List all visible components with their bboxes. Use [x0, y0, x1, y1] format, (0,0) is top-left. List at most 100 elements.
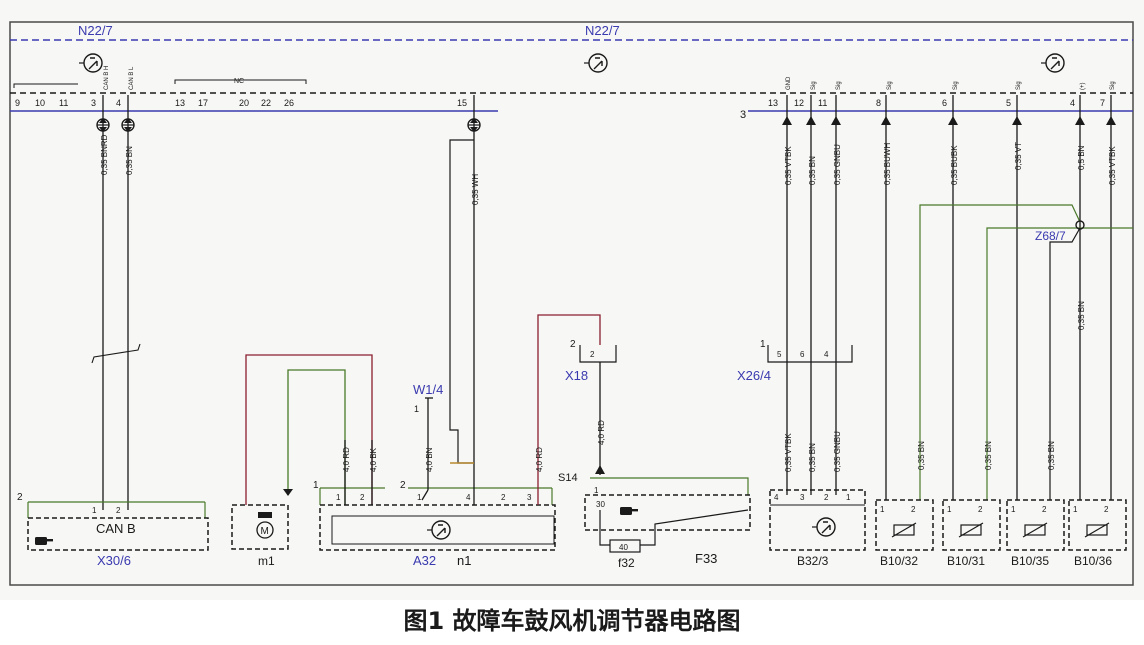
pin-label: 2	[590, 350, 595, 359]
pin-label: 1	[1011, 505, 1016, 514]
nc-label: NC	[234, 78, 244, 85]
b10-35-label: B10/35	[1011, 554, 1049, 568]
x18-label: X18	[565, 368, 588, 383]
motor-icon	[256, 521, 274, 539]
pin-label: 1	[760, 339, 766, 350]
top-pin: 12	[794, 98, 804, 108]
wire-label: 4,0 RD	[342, 447, 351, 472]
pin-label: 1	[417, 493, 422, 502]
pin-label: 2	[360, 493, 365, 502]
pin-label: 2	[1104, 505, 1109, 514]
b10-31-box	[942, 499, 1001, 551]
pin-label: 2	[17, 492, 23, 503]
b10-35-box	[1006, 499, 1065, 551]
s14-label: S14	[558, 472, 578, 484]
wire-label: 0,35 BN	[984, 441, 993, 470]
wire-label: 0,35 GNBU	[833, 144, 842, 185]
n22-label-left: N22/7	[78, 23, 113, 38]
wire-label: 0,35 BUBK	[950, 145, 959, 185]
pin-label: 4	[774, 493, 779, 502]
m1-box	[231, 504, 289, 550]
connector-icon	[467, 117, 481, 133]
b10-31-label: B10/31	[947, 554, 985, 568]
z68-7-label: Z68/7	[1035, 229, 1066, 243]
wire-label: 4,0 BK	[369, 447, 378, 472]
n22-label-center: N22/7	[585, 23, 620, 38]
wire-label: 0,35 VTBK	[784, 146, 793, 185]
w1-4-label: W1/4	[413, 382, 443, 397]
figure-caption: 图1 故障车鼓风机调节器电路图	[403, 607, 741, 635]
diagram-frame	[9, 21, 1134, 586]
pin-label: 1	[880, 505, 885, 514]
pin-label: 30	[596, 500, 605, 509]
f33-box	[584, 494, 751, 531]
signal-label: CAN B H	[104, 66, 110, 90]
pin-label: 2	[824, 493, 829, 502]
wire-label: 0,35 GNBU	[833, 431, 842, 472]
wire-label: 0,35 VT	[1014, 142, 1023, 170]
wire-label: 0,35 WH	[471, 174, 480, 205]
n1-label: n1	[457, 553, 471, 568]
signal-label: Sig	[811, 81, 817, 90]
fuse-rating: 40	[619, 543, 628, 552]
signal-label: Sig	[953, 81, 959, 90]
top-pin: 11	[818, 98, 827, 108]
b10-36-box	[1068, 499, 1127, 551]
top-pin: 11	[59, 98, 68, 108]
m1-label: m1	[258, 554, 275, 568]
blower-regulator-circuit-diagram: N22/7 N22/7 NC 9 10 11 3 4 13 17 20 22 2…	[9, 21, 1134, 586]
wire-label: 0,35 VTBK	[1108, 146, 1117, 185]
b32-3-label: B32/3	[797, 554, 829, 568]
signal-label: Sig	[887, 81, 893, 90]
f32-label: f32	[618, 556, 635, 570]
top-pin: 5	[1006, 98, 1011, 108]
connector-icon	[121, 117, 135, 133]
fuse-f32	[609, 539, 641, 553]
pin-label: 4	[466, 493, 471, 502]
z68-7-splice	[1075, 220, 1085, 230]
ground-icon	[283, 489, 293, 496]
wire-label: 4,0 RD	[597, 420, 606, 445]
pin-label: 5	[777, 350, 782, 359]
b10-32-box	[875, 499, 934, 551]
wire-label: 0,35 BN	[808, 156, 817, 185]
wire-label: 0,35 BN	[1047, 441, 1056, 470]
top-pin: 3	[91, 98, 96, 108]
pin-label: 2	[400, 480, 406, 491]
a32-n1-box	[319, 504, 556, 551]
svg-text:M: M	[261, 526, 269, 537]
connector-icon	[96, 117, 110, 133]
top-pin: 22	[261, 98, 271, 108]
wire-label: 4,0 RD	[535, 447, 544, 472]
top-pin: 13	[175, 98, 185, 108]
top-pin: 10	[35, 98, 45, 108]
pin-label: 1	[947, 505, 952, 514]
b10-36-label: B10/36	[1074, 554, 1112, 568]
can-b-label: CAN B	[96, 521, 136, 536]
x30-6-box	[27, 517, 209, 551]
wire-label: 0,35 BNRD	[100, 134, 109, 175]
pin-label: 2	[1042, 505, 1047, 514]
pin-label: 2	[116, 506, 121, 515]
signal-label: Sig	[836, 81, 842, 90]
top-pin: 6	[942, 98, 947, 108]
pin-label: 6	[800, 350, 805, 359]
x30-6-label: X30/6	[97, 553, 131, 568]
pin-label: 1	[414, 404, 419, 414]
top-pin: 17	[198, 98, 208, 108]
pin-label: 3	[800, 493, 805, 502]
wire-label: 0,35 BN	[917, 441, 926, 470]
pin-label: 1	[1073, 505, 1078, 514]
wire-label: 0,5 BN	[1077, 145, 1086, 170]
top-pin: 13	[768, 98, 778, 108]
pin-label: 4	[824, 350, 829, 359]
signal-label: Sig	[1110, 81, 1116, 90]
wire-label: 0,35 VTBK	[784, 433, 793, 472]
signal-label: Sig	[1016, 81, 1022, 90]
pin-label: 2	[501, 493, 506, 502]
top-pin: 8	[876, 98, 881, 108]
pin-label: 1	[594, 486, 599, 495]
top-pin: 20	[239, 98, 249, 108]
top-pin: 15	[457, 98, 467, 108]
connector-group-label: 3	[740, 109, 746, 121]
